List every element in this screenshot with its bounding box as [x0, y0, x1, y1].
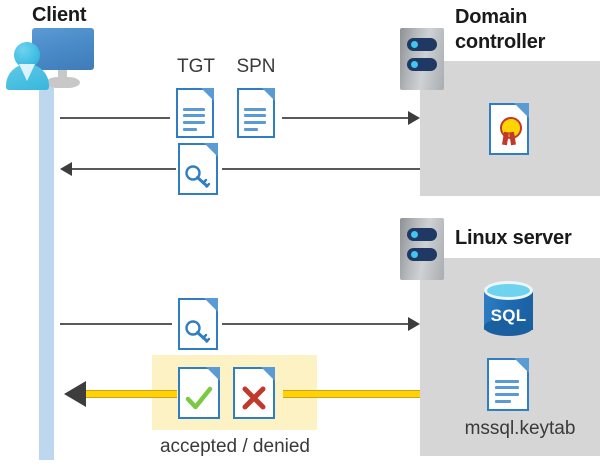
keytab-doc-line-2: [495, 386, 519, 389]
sql-label: SQL: [490, 306, 527, 325]
accepted-doc-fold: [206, 367, 220, 381]
server-led-1: [411, 41, 418, 48]
certificate-doc-fold: [514, 103, 529, 118]
keytab-doc-line-1: [495, 380, 519, 383]
accepted-doc-body: [178, 367, 220, 419]
service-ticket-key-document-icon-2: [178, 298, 218, 350]
accepted-document-icon: [178, 367, 220, 419]
keytab-document-icon: [487, 358, 529, 411]
sql-cylinder-top: [484, 281, 533, 300]
monitor-base: [46, 77, 80, 88]
keytab-doc-line-3: [495, 393, 519, 396]
client-label: Client: [32, 4, 87, 26]
key-glyph-1: [185, 165, 211, 188]
keytab-doc-fold: [514, 358, 529, 373]
spn-label: SPN: [236, 56, 276, 77]
message-2-line-left: [72, 168, 176, 170]
spn-doc-line-2: [244, 114, 266, 117]
message-3-line-left: [60, 323, 172, 325]
tgt-document-icon: [176, 88, 214, 138]
keytab-label: mssql.keytab: [464, 418, 576, 439]
tgt-doc-line-3: [183, 121, 205, 124]
key-glyph-2: [185, 320, 211, 343]
client-lifeline: [39, 80, 54, 460]
denied-document-icon: [233, 367, 275, 419]
certificate-document-icon: [489, 103, 529, 155]
message-3-line-right: [222, 323, 410, 325]
domain-controller-server-icon: [400, 28, 444, 90]
tgt-doc-line-4: [183, 128, 197, 131]
cross-icon: [242, 386, 266, 410]
message-4-line-left: [82, 390, 177, 398]
spn-doc-line-4: [244, 128, 258, 131]
linux-server-bay-2: [407, 248, 437, 261]
message-2-line-right: [222, 168, 420, 170]
check-icon: [185, 386, 213, 410]
message-4-arrowhead: [62, 381, 88, 407]
client-computer-user-icon: [6, 28, 98, 90]
sql-database-icon: SQL: [481, 281, 536, 339]
spn-doc-line-1: [244, 108, 266, 111]
service-ticket-key-document-icon-1: [178, 143, 218, 195]
monitor-screen: [32, 28, 94, 70]
user-head: [14, 42, 40, 68]
message-1-line-left: [60, 117, 170, 119]
spn-document-icon: [237, 88, 275, 138]
server-led-2: [411, 61, 418, 68]
linux-server-icon: [400, 218, 444, 280]
accepted-denied-caption: accepted / denied: [159, 436, 310, 457]
linux-server-bay-1: [407, 228, 437, 241]
spn-doc-fold: [262, 88, 275, 101]
message-4-line-right: [283, 390, 420, 398]
domain-controller-label-line1: Domain: [455, 6, 528, 28]
server-bay-2: [407, 58, 437, 71]
message-4-arrowhead-fill: [67, 383, 85, 405]
tgt-doc-line-2: [183, 114, 205, 117]
tgt-doc-line-1: [183, 108, 205, 111]
message-1-line-right: [282, 117, 410, 119]
tgt-doc-fold: [201, 88, 214, 101]
denied-doc-fold: [261, 367, 275, 381]
linux-server-led-1: [411, 231, 418, 238]
domain-controller-label-line2: controller: [455, 31, 546, 53]
server-bay-1: [407, 38, 437, 51]
key-doc-2-fold: [204, 298, 218, 312]
user-collar: [19, 64, 35, 81]
linux-server-label: Linux server: [455, 227, 572, 249]
key-doc-1-fold: [204, 143, 218, 157]
sql-cylinder-bottom: [484, 318, 533, 336]
linux-server-led-2: [411, 251, 418, 258]
tgt-label: TGT: [177, 56, 215, 77]
monitor-neck: [58, 70, 67, 79]
message-3-arrowhead: [408, 317, 420, 331]
keytab-doc-line-4: [495, 400, 511, 403]
spn-doc-line-3: [244, 121, 266, 124]
message-1-arrowhead: [408, 111, 420, 125]
message-2-arrowhead: [60, 162, 72, 176]
